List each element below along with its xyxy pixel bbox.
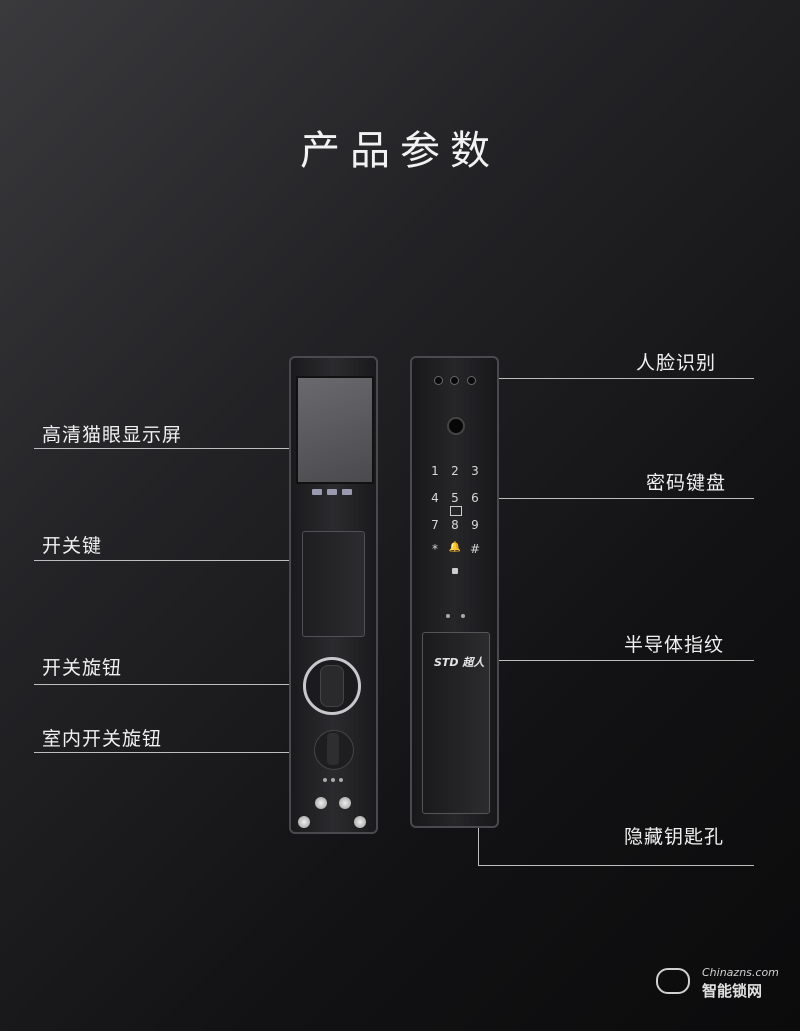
screw: [315, 797, 327, 809]
leader-line-keypad: [482, 498, 754, 499]
leader-line-face: [482, 378, 754, 379]
switch-knob-grip: [320, 665, 344, 707]
label-indoor-knob: 室内开关旋钮: [42, 728, 163, 750]
bell-icon: 🔔: [448, 542, 462, 553]
leader-line-fingerprint: [462, 660, 754, 661]
screen-button: [327, 489, 337, 495]
keypad-key: 1: [431, 464, 439, 478]
leader-line-screen: [34, 448, 306, 449]
label-switch-knob: 开关旋钮: [42, 657, 123, 679]
keypad-key: 9: [471, 518, 479, 532]
inner-handle: [302, 531, 365, 637]
label-face: 人脸识别: [636, 352, 717, 374]
page-title: 产品参数: [300, 128, 500, 174]
indicator-dot: [331, 778, 335, 782]
label-switch-key: 开关键: [42, 535, 103, 557]
screw: [298, 816, 310, 828]
leader-vline-keyhole: [478, 826, 479, 866]
indicator-dot: [339, 778, 343, 782]
indoor-knob-grip: [327, 733, 339, 765]
cloud-logo-icon: [656, 968, 690, 994]
screen-button: [312, 489, 322, 495]
leader-line-switch-knob: [34, 684, 306, 685]
face-camera-icon: [450, 376, 459, 385]
face-camera-icon: [434, 376, 443, 385]
screw: [339, 797, 351, 809]
peephole-screen: [296, 376, 374, 484]
watermark-domain: Chinazns.com: [702, 966, 779, 979]
keypad-key: 5: [451, 491, 459, 505]
label-keyhole: 隐藏钥匙孔: [624, 826, 725, 848]
peephole-lens-icon: [447, 417, 465, 435]
brand-logo: STD 超人: [434, 656, 485, 669]
indicator-dot: [323, 778, 327, 782]
screw: [354, 816, 366, 828]
indicator-dot: [446, 614, 450, 618]
keypad-key: 7: [431, 518, 439, 532]
keypad-key: 6: [471, 491, 479, 505]
keypad-key: 8: [451, 518, 459, 532]
keypad-key: #: [469, 542, 481, 556]
indicator-dot: [461, 614, 465, 618]
label-fingerprint: 半导体指纹: [624, 634, 725, 656]
outer-handle: [422, 632, 490, 814]
keypad-key: 3: [471, 464, 479, 478]
leader-line-switch-key: [34, 560, 308, 561]
keypad-key: 2: [451, 464, 459, 478]
screen-button: [342, 489, 352, 495]
leader-line-keyhole: [478, 865, 754, 866]
card-reader-icon: [450, 506, 462, 516]
label-screen: 高清猫眼显示屏: [42, 424, 183, 446]
face-camera-icon: [467, 376, 476, 385]
label-keypad: 密码键盘: [646, 472, 727, 494]
keypad-key: 4: [431, 491, 439, 505]
lock-icon: [452, 568, 458, 574]
watermark-name: 智能锁网: [702, 982, 763, 1000]
leader-line-indoor-knob: [34, 752, 320, 753]
keypad-key: *: [432, 542, 438, 556]
